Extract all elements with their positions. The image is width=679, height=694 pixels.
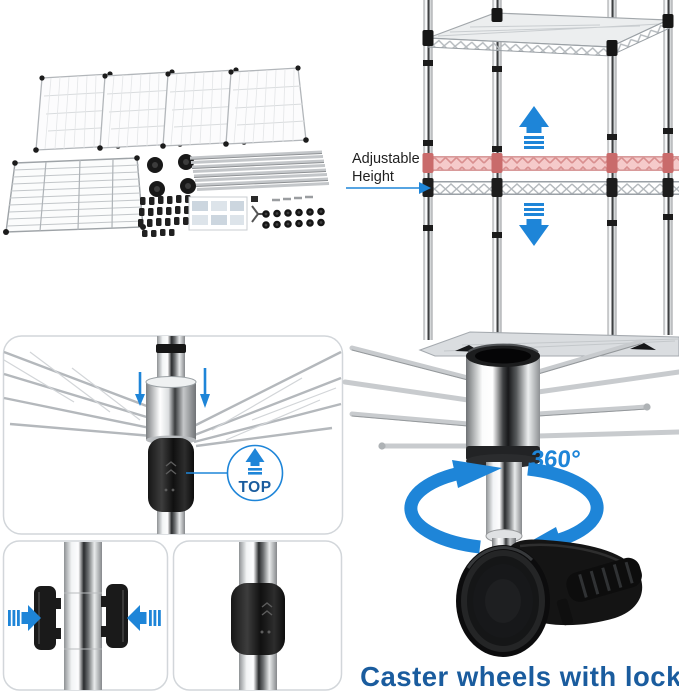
up-arrow-icon xyxy=(519,106,549,149)
top-direction-panel: TOP xyxy=(2,335,344,535)
top-shelf xyxy=(422,8,674,57)
rotation-degree-label: 360° xyxy=(530,446,582,473)
wire-shelf xyxy=(97,69,183,151)
pole-sleeve xyxy=(231,583,285,655)
left-arrow-icon xyxy=(127,605,161,631)
lock-lever xyxy=(556,557,642,626)
pole-joint-bands xyxy=(423,60,673,238)
leg-cylinder xyxy=(466,343,540,468)
down-arrow-icon xyxy=(519,203,549,246)
leg-tube xyxy=(485,462,523,550)
shelf-underside-wires xyxy=(3,350,342,448)
right-arrow-icon xyxy=(8,605,41,631)
wheel xyxy=(456,545,550,657)
support-wires xyxy=(342,339,679,450)
slide-down-arrow-icon xyxy=(135,372,145,406)
top-badge: TOP xyxy=(226,444,284,502)
adjustable-label-line1: Adjustable xyxy=(352,151,420,167)
top-badge-label: TOP xyxy=(238,479,271,496)
adjustable-label-line2: Height xyxy=(352,169,394,185)
sleeve-installed-panel xyxy=(172,540,343,691)
pointer-arrow-icon xyxy=(346,182,431,194)
shelf-pole-closeup xyxy=(145,336,197,534)
wire-shelf xyxy=(223,65,309,147)
current-shelf xyxy=(422,178,679,197)
caster-wheel xyxy=(456,539,643,657)
top-badge-arrow-icon xyxy=(245,448,265,475)
highlighted-shelf-position xyxy=(422,153,679,173)
caster-closeup-figure: 360° Caster wheels with lock xyxy=(342,331,679,692)
instruction-manual xyxy=(188,196,248,231)
parts-overview-photo xyxy=(3,65,330,237)
adjustable-height-label: Adjustable Height xyxy=(352,151,420,185)
pole-stack xyxy=(189,150,330,191)
clip-install-panel xyxy=(2,540,169,691)
pole-collar xyxy=(146,382,196,440)
slide-down-arrow-icon xyxy=(200,368,210,408)
hardware-parts xyxy=(251,195,325,229)
shelf-clip xyxy=(101,584,128,648)
plastic-clips-set xyxy=(138,195,191,237)
caster-wheels-set xyxy=(147,154,196,197)
pole-sleeve xyxy=(148,438,194,512)
pole xyxy=(64,542,102,690)
adjustable-height-figure: Adjustable Height xyxy=(346,0,679,340)
caster-caption: Caster wheels with lock xyxy=(360,661,679,692)
wire-shelf-underside xyxy=(3,155,146,235)
